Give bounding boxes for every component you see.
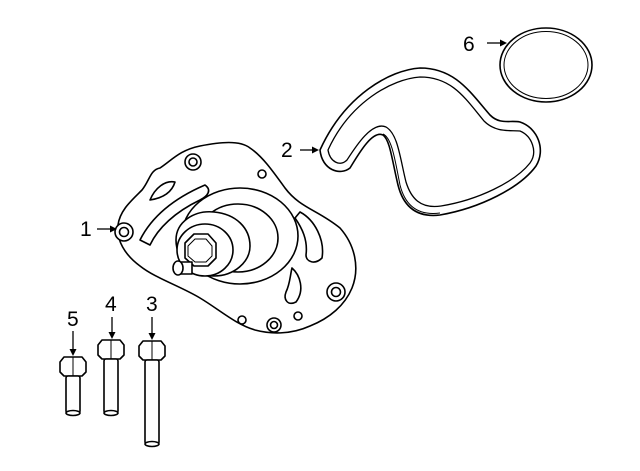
belt-icon[interactable] bbox=[319, 67, 542, 217]
arrow-3 bbox=[148, 317, 156, 340]
arrow-4 bbox=[108, 317, 116, 339]
arrow-2 bbox=[300, 146, 319, 154]
callout-3: 3 bbox=[146, 293, 158, 316]
water-pump-icon[interactable] bbox=[114, 141, 357, 334]
medium-bolt-icon[interactable] bbox=[97, 339, 125, 417]
arrow-5 bbox=[69, 331, 77, 356]
callout-2: 2 bbox=[281, 139, 293, 162]
callout-5: 5 bbox=[67, 308, 79, 331]
long-bolt-icon[interactable] bbox=[138, 340, 166, 448]
arrow-6 bbox=[487, 39, 507, 47]
arrow-1 bbox=[97, 225, 117, 233]
callout-1: 1 bbox=[80, 218, 92, 241]
callout-4: 4 bbox=[105, 293, 117, 316]
callout-6: 6 bbox=[463, 33, 475, 56]
short-bolt-icon[interactable] bbox=[59, 356, 87, 417]
o-ring-icon[interactable] bbox=[499, 27, 593, 103]
